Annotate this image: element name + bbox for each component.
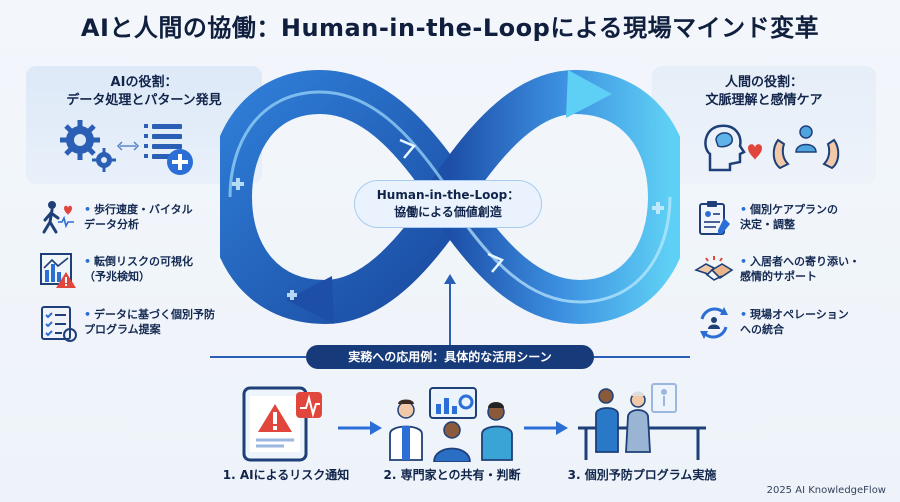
head-heart-hands-icon [704, 124, 840, 172]
bullet-dot: • [740, 255, 748, 268]
ai-item-gait-analysis: •歩行速度・バイタル データ分析 [38, 198, 193, 238]
human-item-support-text: •入居者への寄り添い・ 感情的サポート [740, 254, 860, 284]
center-label-line1: Human-in-the-Loop： [376, 188, 520, 202]
human-item-support-line1: •入居者への寄り添い・ [740, 254, 860, 269]
tablet-alert-icon [242, 386, 322, 462]
cycle-icon [700, 307, 728, 339]
human-item-care-plan-line1-text: 個別ケアプランの [750, 203, 839, 216]
bullet-dot: • [84, 255, 92, 268]
ai-item-program-line1-text: データに基づく個別予防 [94, 308, 216, 321]
step-arrow-2 [524, 421, 568, 435]
up-arrow-connector [444, 274, 456, 350]
bullet-dot: • [740, 308, 748, 321]
ai-role-title-line1: AIの役割： [110, 75, 178, 90]
step-3-label: 3. 個別予防プログラム実施 [567, 468, 717, 482]
risk-chart-icon [40, 253, 76, 288]
care-plan-icon [699, 201, 730, 235]
human-role-title-line2: 文脈理解と感情ケア [705, 93, 823, 108]
step-2-label: 2. 専門家との共有・判断 [383, 468, 521, 482]
ai-item-program-proposal: •データに基づく個別予防 プログラム提案 [38, 303, 215, 343]
footer-credit: 2025 AI KnowledgeFlow [766, 485, 886, 496]
ai-item-program-line1: •データに基づく個別予防 [84, 307, 215, 322]
ai-item-fall-risk-line2: （予兆検知） [84, 270, 150, 283]
infinity-loop-graphic [220, 69, 680, 325]
bullet-dot: • [740, 203, 748, 216]
ai-item-fall-risk: •転倒リスクの可視化 （予兆検知） [38, 250, 193, 290]
human-item-care-plan: •個別ケアプランの 決定・調整 [694, 198, 838, 238]
human-item-care-plan-text: •個別ケアプランの 決定・調整 [740, 202, 838, 232]
human-item-care-plan-line1: •個別ケアプランの [740, 202, 838, 217]
step-1-label: 1. AIによるリスク通知 [222, 468, 350, 482]
human-role-title-line1: 人間の役割： [724, 75, 803, 90]
human-item-operations-text: •現場オペレーション への統合 [740, 307, 849, 337]
loop-arrow-head-right [566, 70, 612, 118]
ai-item-fall-risk-text: •転倒リスクの可視化 （予兆検知） [84, 254, 193, 284]
ai-item-program-line2: プログラム提案 [84, 323, 161, 336]
ai-item-gait-text: •歩行速度・バイタル データ分析 [84, 202, 193, 232]
application-ribbon: 実務への応用例：具体的な活用シーン [306, 345, 594, 369]
loop-arrow-head-left [286, 276, 334, 324]
bullet-dot: • [84, 203, 92, 216]
page-title: AIと人間の協働：Human-in-the-Loopによる現場マインド変革 [80, 14, 820, 42]
ai-role-panel: AIの役割： データ処理とパターン発見 [26, 66, 262, 184]
handshake-icon [694, 256, 734, 281]
ai-item-program-text: •データに基づく個別予防 プログラム提案 [84, 307, 215, 337]
divider-line-right [594, 356, 690, 358]
human-item-operations-line1: •現場オペレーション [740, 307, 849, 322]
human-in-the-loop-label: Human-in-the-Loop： 協働による価値創造 [354, 180, 542, 228]
ai-item-fall-risk-line1: •転倒リスクの可視化 [84, 254, 193, 269]
human-item-operations: •現場オペレーション への統合 [694, 303, 849, 343]
bullet-dot: • [84, 308, 92, 321]
step-arrow-1 [338, 421, 382, 435]
human-item-emotional-support: •入居者への寄り添い・ 感情的サポート [694, 250, 860, 290]
ai-item-gait-line1-text: 歩行速度・バイタル [94, 203, 193, 216]
checklist-icon [41, 306, 77, 342]
human-item-care-plan-line2: 決定・調整 [740, 218, 795, 231]
human-item-operations-line1-text: 現場オペレーション [750, 308, 849, 321]
human-role-title: 人間の役割： 文脈理解と感情ケア [652, 74, 876, 110]
human-item-support-line1-text: 入居者への寄り添い・ [750, 255, 861, 268]
rehab-support-icon [578, 383, 706, 460]
ai-item-gait-line2: データ分析 [84, 218, 139, 231]
walking-person-icon [42, 201, 74, 234]
divider-line-left [210, 356, 306, 358]
ai-role-title-line2: データ処理とパターン発見 [66, 93, 222, 108]
ai-item-gait-line1: •歩行速度・バイタル [84, 202, 193, 217]
loop-small-arrow [487, 252, 505, 273]
human-item-operations-line2: への統合 [740, 323, 784, 336]
human-item-support-line2: 感情的サポート [740, 270, 817, 283]
gears-data-icon [60, 120, 193, 175]
loop-small-arrow [399, 138, 417, 159]
ai-role-title: AIの役割： データ処理とパターン発見 [26, 74, 262, 110]
team-discussion-icon [389, 387, 513, 462]
ai-item-fall-risk-line1-text: 転倒リスクの可視化 [94, 255, 194, 268]
human-role-panel: 人間の役割： 文脈理解と感情ケア [652, 66, 876, 184]
center-label-line2: 協働による価値創造 [394, 205, 502, 219]
